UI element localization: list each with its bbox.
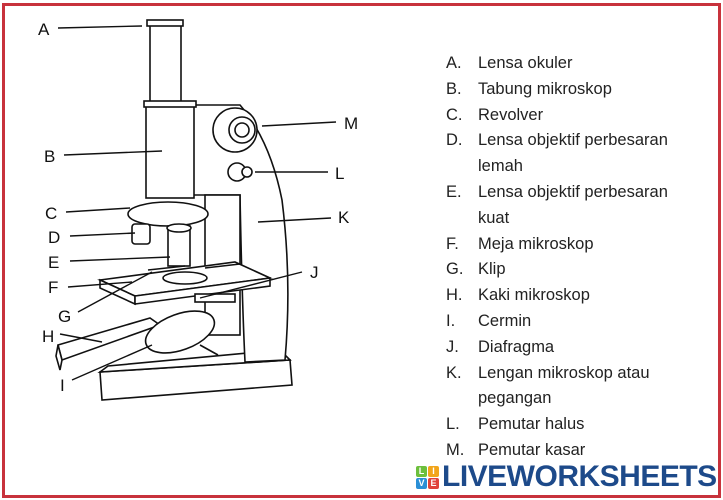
legend-text: Lensa okuler (478, 54, 573, 72)
legend-key: M. (446, 440, 465, 459)
legend-item: I. Cermin (446, 309, 668, 335)
legend-item: J. Diafragma (446, 335, 668, 361)
stage (97, 261, 273, 306)
legend-item-continuation: kuat (446, 206, 668, 232)
label-A: A (38, 20, 50, 39)
legend-text: Diafragma (478, 337, 555, 356)
legend-text-cont: kuat (478, 208, 510, 227)
legend-key: B. (446, 79, 462, 98)
legend-item: G. Klip (446, 257, 668, 283)
legend-key: G. (446, 260, 464, 279)
label-G: G (58, 307, 71, 326)
legend-item: C. Revolver (446, 103, 668, 129)
eyepiece (149, 23, 182, 103)
logo-tile: V (416, 477, 427, 489)
liveworksheets-logo: L I V E LIVEWORKSHEETS (416, 460, 717, 494)
legend-item: M. Pemutar kasar (446, 438, 668, 464)
logo-tile: I (428, 465, 439, 477)
label-C: C (45, 204, 57, 223)
legend-key: F. (446, 234, 459, 253)
legend-text: Tabung mikroskop (478, 79, 612, 98)
label-K: K (338, 208, 350, 227)
legend-key: L. (446, 415, 460, 434)
legend-text: Cermin (478, 311, 532, 330)
logo-tile: L (416, 465, 427, 477)
body-tube (145, 101, 195, 199)
logo-tile: E (428, 477, 439, 489)
legend-text: Meja mikroskop (478, 234, 594, 253)
label-D: D (48, 228, 60, 247)
legend-key: H. (446, 286, 463, 305)
label-I: I (60, 376, 65, 395)
legend-item: H. Kaki mikroskop (446, 283, 668, 309)
legend-text-cont: lemah (478, 157, 523, 176)
legend-text: Kaki mikroskop (478, 286, 590, 305)
objective-weak (131, 223, 151, 245)
legend-item: A. Lensa okuler (446, 51, 668, 77)
legend-item: D. Lensa objektif perbesaran (446, 128, 668, 154)
legend-key: I. (446, 311, 456, 330)
label-F: F (48, 278, 58, 297)
legend-key: D. (446, 131, 463, 150)
legend-key: K. (446, 363, 462, 382)
legend-item-continuation: lemah (446, 154, 668, 180)
legend-item: F. Meja mikroskop (446, 232, 668, 258)
label-J: J (310, 263, 319, 282)
legend-key: A. (446, 54, 462, 72)
legend-text: Revolver (478, 105, 544, 124)
legend-item-continuation: pegangan (446, 386, 668, 412)
label-H: H (42, 327, 54, 346)
legend-item: E. Lensa objektif perbesaran (446, 180, 668, 206)
logo-text: LIVEWORKSHEETS (442, 460, 717, 493)
legend-text: Lensa objektif perbesaran (478, 131, 668, 150)
legend-item: K. Lengan mikroskop atau (446, 361, 668, 387)
label-E: E (48, 253, 59, 272)
revolver (127, 201, 209, 227)
legend-item: B. Tabung mikroskop (446, 77, 668, 103)
logo-tiles-icon: L I V E (416, 465, 439, 489)
legend-key: C. (446, 105, 463, 124)
legend-key: E. (446, 182, 462, 201)
legend-text: Pemutar kasar (478, 440, 586, 459)
worksheet-border (2, 3, 721, 498)
legend-text: Lensa objektif perbesaran (478, 182, 668, 201)
label-L: L (335, 164, 344, 183)
label-B: B (44, 147, 55, 166)
mirror (144, 310, 216, 354)
legend-text: Lengan mikroskop atau (478, 363, 650, 382)
label-M: M (344, 114, 358, 133)
leader-lines (57, 25, 337, 381)
legend-text: Pemutar halus (478, 415, 585, 434)
legend-text-cont: pegangan (478, 389, 552, 408)
legend-text: Klip (478, 260, 506, 279)
legend-key: J. (446, 337, 459, 356)
legend-item: L. Pemutar halus (446, 412, 668, 438)
